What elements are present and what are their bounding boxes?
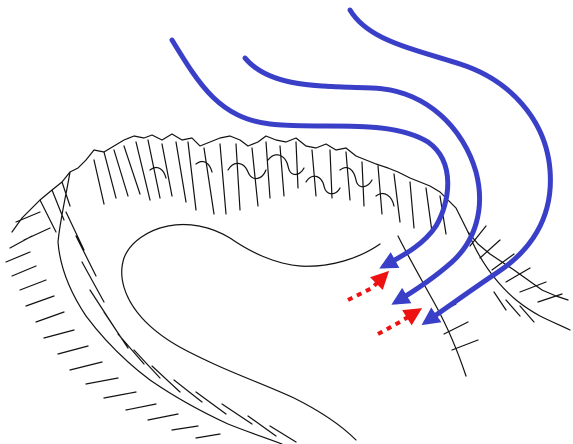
- wind-arrow-1: [172, 40, 448, 266]
- inner-wall-hatch: [94, 140, 446, 234]
- flow-arrows: [172, 10, 550, 334]
- cirque-floor-outline: [122, 225, 380, 441]
- terrain-sketch: [6, 134, 570, 444]
- deflected-arrow-1: [348, 276, 384, 300]
- deflected-arrow-2: [378, 312, 416, 334]
- floor-slope-lines: [66, 212, 296, 442]
- left-hatch-lines: [6, 182, 220, 438]
- right-hatch-lines: [434, 226, 562, 350]
- rim-outcrop-contours: [150, 155, 394, 206]
- left-slope-outline: [58, 172, 282, 444]
